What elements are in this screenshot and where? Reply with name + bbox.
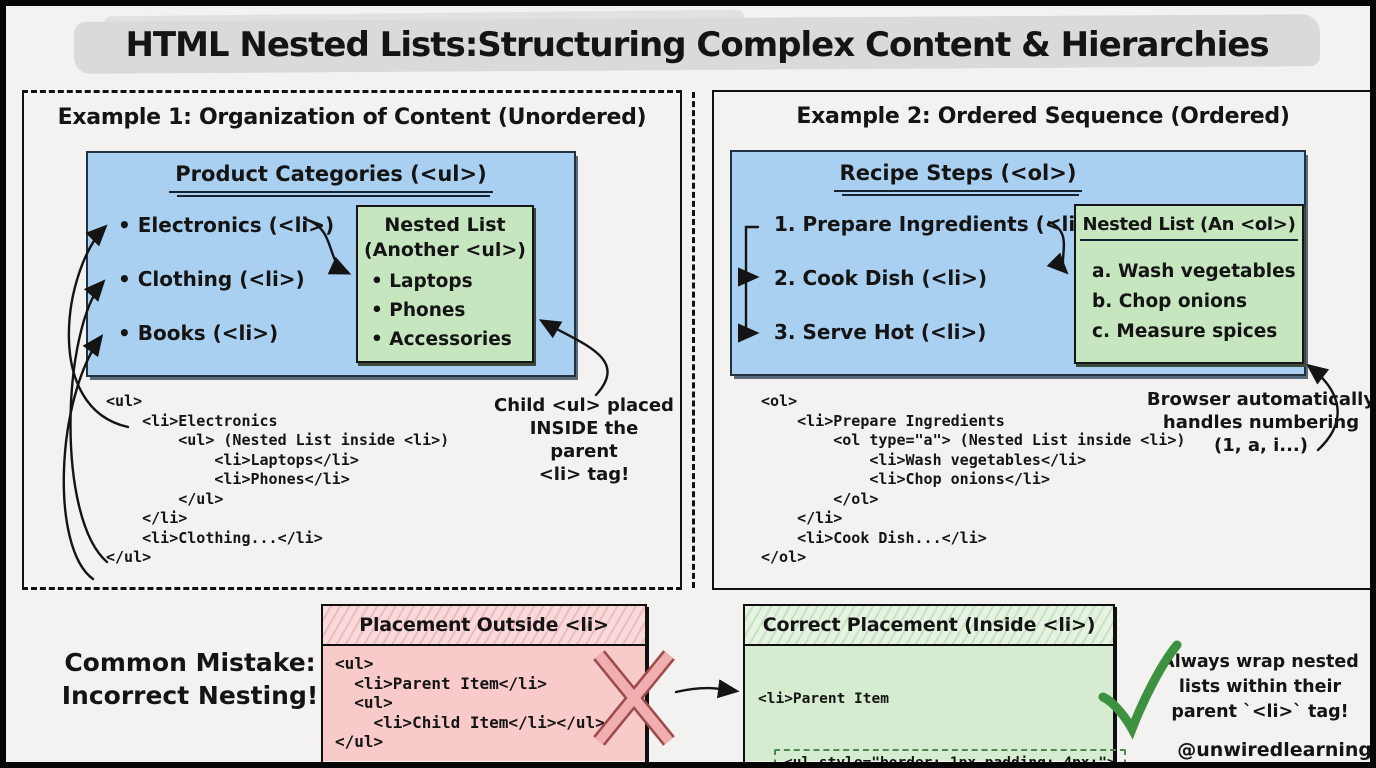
correct-placement-code: <li>Parent Item <ul style="border: 1px p… [745, 646, 1126, 762]
author-signature: @unwiredlearning [1177, 739, 1372, 761]
wrong-placement-body: <ul> <li>Parent Item</li> <ul> <li>Child… [323, 646, 645, 761]
example2-heading: Example 2: Ordered Sequence (Ordered) [796, 104, 1290, 129]
code-line-parent-open: <li>Parent Item [758, 691, 889, 707]
example1-list-box: Product Categories (<ul>) • Electronics … [86, 151, 576, 377]
list-item: c. Measure spices [1092, 321, 1278, 342]
panel-divider [692, 92, 695, 588]
page-title: HTML Nested Lists:Structuring Complex Co… [125, 25, 1269, 65]
wrong-placement-code: <ul> <li>Parent Item</li> <ul> <li>Child… [335, 654, 605, 751]
example1-nested-items: • Laptops • Phones • Accessories [371, 271, 512, 350]
example1-list-box-title-text: Product Categories (<ul>) [169, 162, 493, 197]
example2-list-box: Recipe Steps (<ol>) 1. Prepare Ingredien… [730, 150, 1306, 376]
list-item: • Clothing (<li>) [118, 267, 305, 291]
list-item: 2. Cook Dish (<li>) [774, 266, 987, 290]
list-item: b. Chop onions [1092, 291, 1247, 312]
example2-list-items: 1. Prepare Ingredients (<li>) 2. Cook Di… [774, 212, 1101, 374]
list-item: • Laptops [371, 271, 473, 292]
title-banner: HTML Nested Lists:Structuring Complex Co… [73, 9, 1321, 74]
list-item: • Books (<li>) [118, 321, 279, 345]
example1-code-block: <ul> <li>Electronics <ul> (Nested List i… [106, 392, 450, 566]
example2-code-block: <ol> <li>Prepare Ingredients <ol type="a… [761, 392, 1186, 566]
example2-nested-box-title-text: Nested List (An <ol>) [1080, 214, 1298, 241]
example1-list-box-title: Product Categories (<ul>) [88, 162, 574, 197]
example1-nested-box-title-line1: Nested List [384, 214, 506, 236]
correct-placement-box: Correct Placement (Inside <li>) <li>Pare… [743, 604, 1126, 762]
code-highlight-nested-ul: <ul style="border: 1px padding: 4px;"> <… [774, 749, 1126, 762]
list-item: • Phones [371, 300, 466, 321]
example2-nested-box: Nested List (An <ol>) a. Wash vegetables… [1074, 204, 1304, 364]
correct-placement-title: Correct Placement (Inside <li>) [745, 606, 1113, 646]
example2-nested-box-title: Nested List (An <ol>) [1076, 214, 1302, 241]
wrong-placement-box: Placement Outside <li> <ul> <li>Parent I… [321, 604, 647, 762]
example1-nested-box-title-line2: (Another <ul>) [363, 239, 526, 261]
example1-heading: Example 1: Organization of Content (Unor… [57, 105, 647, 130]
common-mistake-label: Common Mistake: Incorrect Nesting! [61, 648, 319, 710]
list-item: • Electronics (<li>) [118, 213, 335, 237]
list-item: • Accessories [371, 329, 512, 350]
example1-list-items: • Electronics (<li>) • Clothing (<li>) •… [118, 213, 334, 375]
list-item: 3. Serve Hot (<li>) [774, 320, 987, 344]
example2-annotation: Browser automatically handles numbering … [1146, 389, 1376, 456]
arrow-wrong-to-correct [674, 679, 740, 699]
list-item: 1. Prepare Ingredients (<li>) [774, 212, 1102, 236]
example1-panel: Example 1: Organization of Content (Unor… [22, 90, 682, 590]
correct-placement-annotation: Always wrap nested lists within their pa… [1161, 652, 1359, 722]
example2-list-box-title-text: Recipe Steps (<ol>) [833, 161, 1083, 196]
example1-annotation: Child <ul> placed INSIDE the parent <li>… [494, 395, 674, 485]
example2-panel: Example 2: Ordered Sequence (Ordered) Re… [712, 90, 1370, 590]
correct-placement-body: <li>Parent Item <ul style="border: 1px p… [745, 646, 1126, 762]
example2-nested-items: a. Wash vegetables b. Chop onions c. Mea… [1092, 260, 1296, 344]
example2-list-box-title: Recipe Steps (<ol>) [672, 161, 1244, 196]
example1-nested-box: Nested List (Another <ul>) • Laptops • P… [356, 205, 534, 363]
list-item: a. Wash vegetables [1092, 261, 1296, 282]
wrong-placement-title: Placement Outside <li> [323, 606, 645, 646]
